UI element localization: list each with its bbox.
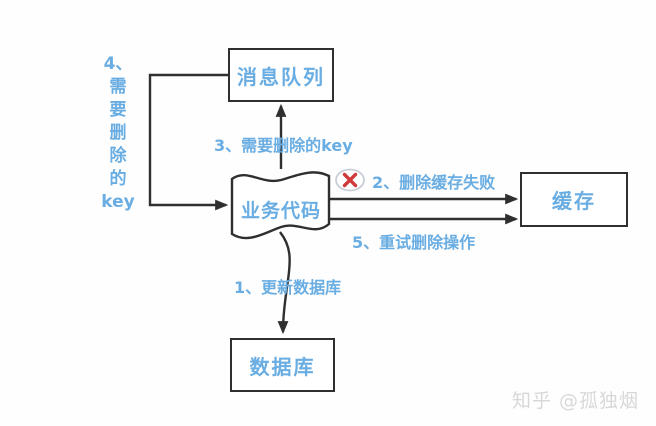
node-cache: 缓存 [520, 172, 628, 227]
node-database: 数据库 [230, 338, 335, 392]
arrow-step1-business-to-database [277, 231, 291, 335]
node-message-queue-label: 消息队列 [237, 64, 325, 89]
node-message-queue: 消息队列 [228, 48, 334, 102]
step1-label: 1、更新数据库 [234, 278, 342, 297]
arrow-step4-queue-to-business [148, 73, 229, 211]
step3-label: 3、需要删除的key [214, 136, 353, 155]
node-business-code-label: 业务代码 [240, 200, 321, 222]
node-database-label: 数据库 [249, 354, 316, 379]
step2-label: 2、删除缓存失败 [372, 173, 496, 192]
node-cache-label: 缓存 [552, 189, 596, 213]
step5-label: 5、重试删除操作 [352, 233, 476, 252]
step4-label: 4、 需 要 删 除 的 key [101, 54, 135, 212]
error-x-icon [335, 168, 365, 192]
watermark: 知乎 @孤独烟 [512, 390, 640, 412]
node-business-code-shape [230, 171, 331, 240]
